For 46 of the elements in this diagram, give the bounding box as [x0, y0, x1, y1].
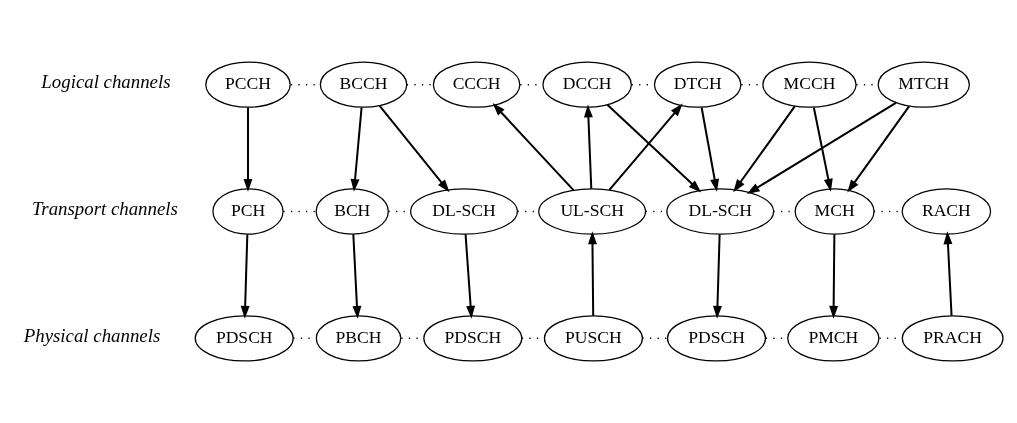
- arrow: [240, 234, 250, 319]
- node-ellipse: PBCH: [315, 315, 402, 362]
- arrow: [243, 107, 253, 192]
- node-ellipse: PDSCH: [423, 315, 523, 362]
- arrow: [733, 105, 796, 193]
- arrow: [492, 103, 575, 191]
- label: Logical channels: [41, 70, 171, 92]
- arrow: [700, 107, 720, 192]
- arrow: [378, 105, 450, 193]
- node-ellipse: DL-SCH: [410, 188, 519, 235]
- node-ellipse: DL-SCH: [666, 188, 775, 235]
- arrow: [352, 234, 362, 319]
- node-ellipse: BCCH: [319, 61, 408, 108]
- node-ellipse: PCH: [212, 188, 284, 235]
- label: Transport channels: [31, 197, 178, 219]
- node-ellipse: MCCH: [762, 61, 857, 108]
- label: Physical channels: [23, 324, 161, 346]
- node-ellipse: DTCH: [653, 61, 742, 108]
- node-ellipse: PDSCH: [194, 315, 294, 362]
- node-ellipse: CCCH: [432, 61, 521, 108]
- arrow: [812, 107, 833, 192]
- connector: [406, 83, 434, 86]
- connector: [641, 337, 669, 340]
- arrow: [829, 234, 839, 319]
- node-ellipse: DCCH: [542, 61, 632, 108]
- node-ellipse: PUSCH: [543, 315, 643, 362]
- arrow: [943, 231, 953, 316]
- node-ellipse: PMCH: [787, 315, 880, 362]
- node-ellipse: MCH: [794, 188, 875, 235]
- arrow: [608, 103, 683, 191]
- node-ellipse: MTCH: [877, 61, 970, 108]
- arrow: [350, 107, 363, 192]
- arrow: [583, 104, 593, 189]
- node-ellipse: RACH: [901, 188, 992, 235]
- arrow: [606, 104, 702, 193]
- node-ellipse: UL-SCH: [538, 188, 647, 235]
- connector: [282, 210, 317, 213]
- node-ellipse: PDSCH: [666, 315, 767, 362]
- arrow: [712, 234, 722, 319]
- arrow: [464, 234, 476, 319]
- arrow: [746, 102, 897, 194]
- node-ellipse: PCCH: [205, 61, 291, 108]
- node-ellipse: PRACH: [901, 315, 1004, 362]
- arrow: [588, 231, 597, 316]
- node-ellipse: BCH: [315, 188, 389, 235]
- arrow: [847, 105, 910, 193]
